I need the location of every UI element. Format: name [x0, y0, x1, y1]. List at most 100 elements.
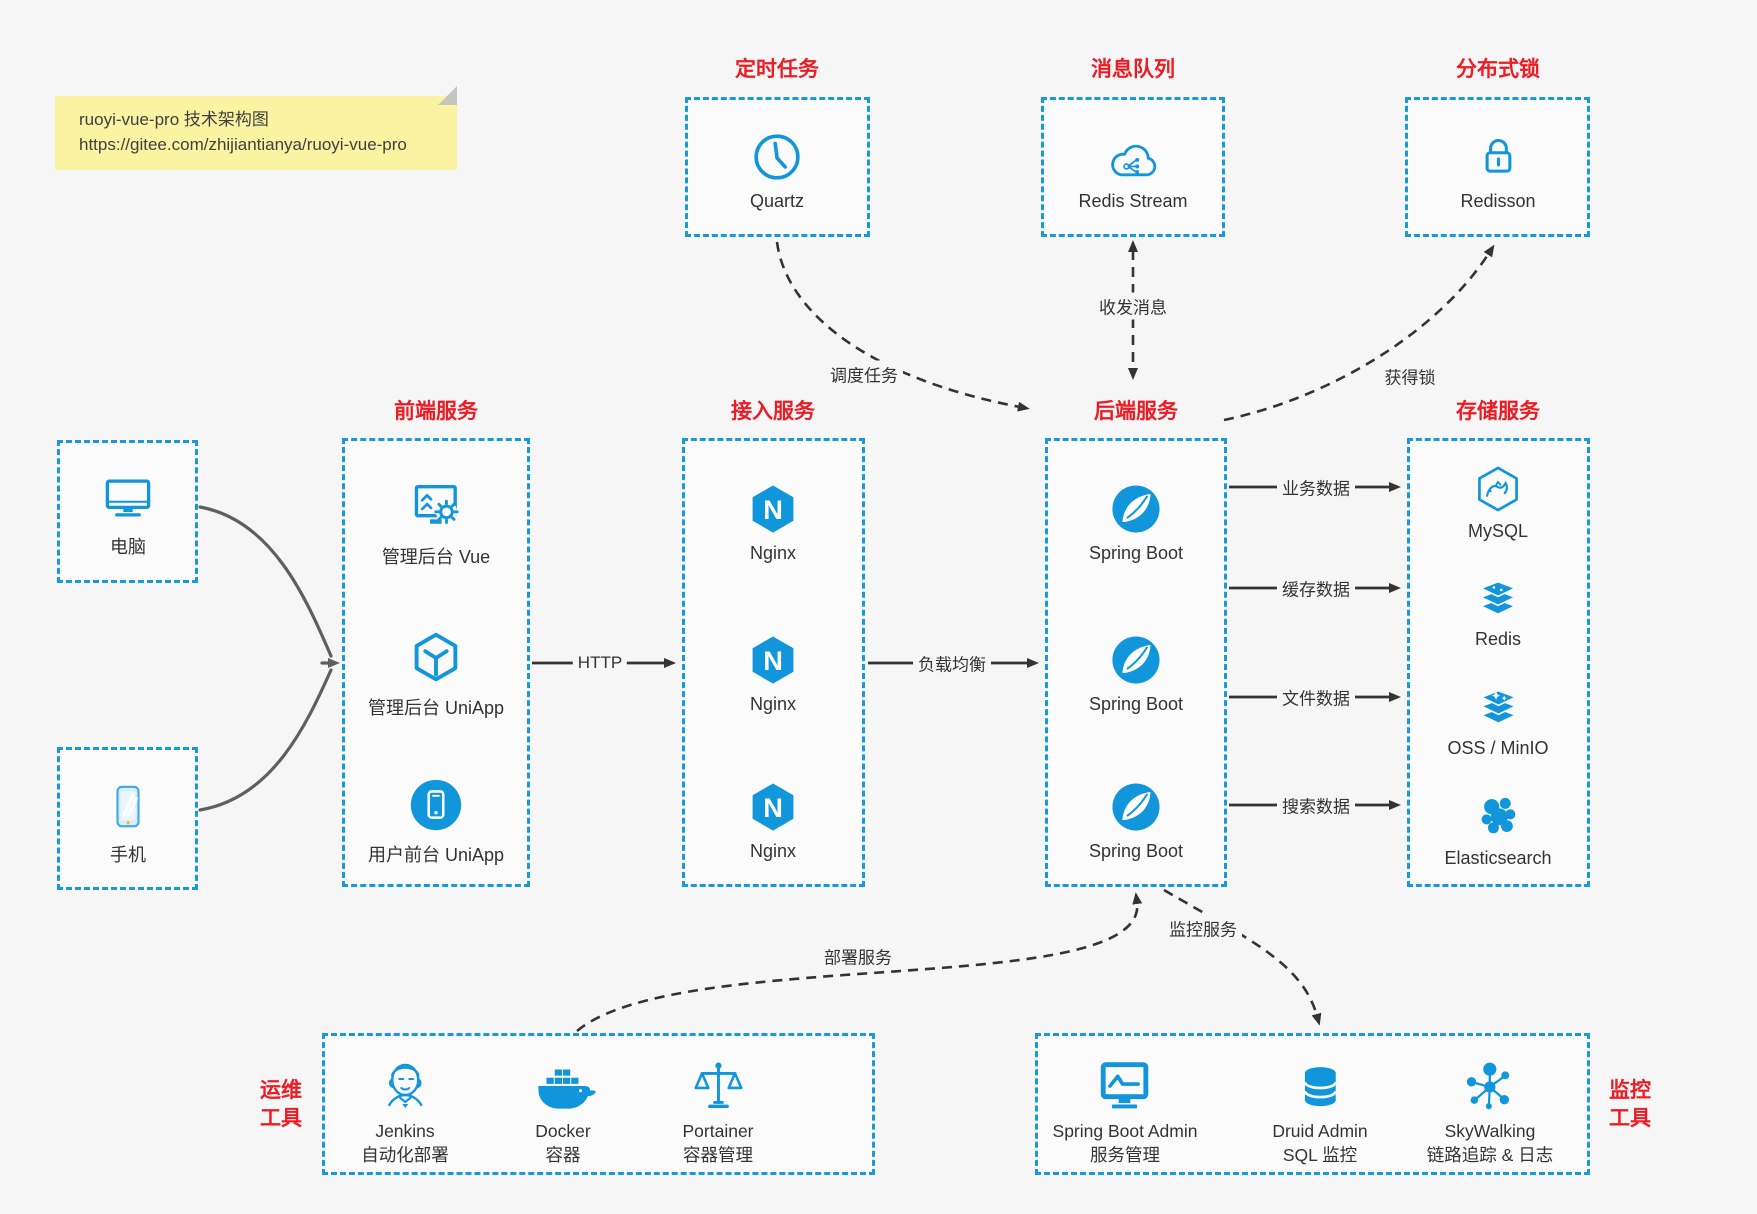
node-label: 用户前台 UniApp [367, 845, 505, 865]
scheduled-task-box [685, 97, 870, 237]
node-nginx-3: N Nginx [744, 774, 802, 862]
node-label: Redis [1474, 629, 1522, 649]
node-label: Elasticsearch [1444, 848, 1552, 868]
node-nginx-2: N Nginx [744, 627, 802, 715]
node-label: Spring Boot [1088, 543, 1184, 563]
note-url: https://gitee.com/zhijiantianya/ruoyi-vu… [79, 135, 407, 154]
group-title-devops-tools: 运维 工具 [260, 1079, 302, 1130]
storage-services-box [1407, 438, 1590, 887]
jenkins-icon [373, 1050, 437, 1118]
desktop-icon [98, 468, 158, 528]
node-docker: Docker 容器 [530, 1050, 596, 1166]
node-label: 电脑 [110, 537, 146, 557]
clock-icon [748, 128, 806, 186]
node-sublabel: 容器管理 [682, 1145, 753, 1165]
group-title-distributed-lock: 分布式锁 [1456, 58, 1540, 81]
elasticsearch-icon [1471, 789, 1525, 843]
node-redis: Redis [1472, 570, 1524, 650]
mobile-icon [100, 776, 156, 836]
svg-text:N: N [763, 494, 783, 525]
node-desktop: 电脑 [98, 468, 158, 559]
node-sublabel: SQL 监控 [1282, 1145, 1358, 1165]
node-spring-boot-3: Spring Boot [1089, 774, 1183, 862]
node-user-uniapp: 用户前台 UniApp [368, 774, 504, 867]
node-label: Nginx [749, 841, 797, 861]
edge-monitor [1163, 888, 1322, 1026]
node-label: 管理后台 UniApp [367, 698, 505, 718]
druid-icon [1291, 1050, 1349, 1118]
node-mobile: 手机 [100, 776, 156, 867]
node-spring-boot-2: Spring Boot [1089, 627, 1183, 715]
node-label: Druid Admin [1272, 1121, 1368, 1141]
edge-label-load-balance: 负载均衡 [913, 649, 991, 677]
node-label: MySQL [1467, 521, 1529, 541]
node-redisson: Redisson [1460, 128, 1536, 212]
spring-boot-icon [1107, 627, 1165, 689]
node-nginx-1: N Nginx [744, 476, 802, 564]
node-elasticsearch: Elasticsearch [1444, 789, 1552, 869]
node-oss-minio: OSS / MinIO [1447, 679, 1549, 759]
nginx-icon: N [744, 476, 802, 538]
edge-schedule [775, 241, 1030, 412]
edge-label-file-data: 文件数据 [1277, 683, 1355, 711]
group-title-monitor-tools: 监控 工具 [1609, 1079, 1651, 1130]
node-label: Jenkins [375, 1121, 435, 1141]
node-label: Nginx [749, 694, 797, 714]
node-spring-boot-1: Spring Boot [1089, 476, 1183, 564]
svg-text:N: N [763, 792, 783, 823]
column-title-frontend: 前端服务 [394, 400, 478, 423]
edge-label-messaging: 收发消息 [1094, 292, 1172, 320]
skywalking-icon [1460, 1050, 1520, 1118]
svg-text:N: N [763, 645, 783, 676]
node-label: Spring Boot [1088, 694, 1184, 714]
distributed-lock-box [1405, 97, 1590, 237]
node-druid-admin: Druid Admin SQL 监控 [1272, 1050, 1368, 1166]
node-admin-vue: 管理后台 Vue [382, 476, 490, 569]
message-queue-box [1041, 97, 1225, 237]
node-label: Quartz [749, 191, 805, 211]
node-sublabel: 容器 [545, 1145, 581, 1165]
devops-tools-box [322, 1033, 875, 1175]
edge-label-monitor: 监控服务 [1164, 914, 1242, 942]
edge-label-lock: 获得锁 [1379, 362, 1441, 390]
column-title-gateway: 接入服务 [731, 400, 815, 423]
group-title-scheduled-task: 定时任务 [735, 58, 819, 81]
node-label: 手机 [110, 845, 146, 865]
note-title: ruoyi-vue-pro 技术架构图 [79, 110, 269, 129]
node-spring-boot-admin: Spring Boot Admin 服务管理 [1052, 1050, 1198, 1166]
edge-lock [1223, 244, 1495, 422]
sticky-note-fold [438, 86, 457, 105]
node-admin-uniapp: 管理后台 UniApp [368, 627, 504, 720]
oss-minio-icon [1472, 679, 1524, 733]
nginx-icon: N [744, 774, 802, 836]
node-label: 管理后台 Vue [381, 547, 491, 567]
node-redis-stream: Redis Stream [1078, 128, 1188, 212]
node-label: Portainer [682, 1121, 754, 1141]
node-quartz: Quartz [748, 128, 806, 212]
node-label: Redisson [1460, 191, 1536, 211]
node-mysql: MySQL [1468, 462, 1528, 542]
column-title-storage: 存储服务 [1456, 400, 1540, 423]
redis-icon [1472, 570, 1524, 624]
edge-label-search-data: 搜索数据 [1277, 791, 1355, 819]
edge-mobile-to-frontend [198, 668, 333, 812]
cloud-stream-icon [1103, 128, 1163, 186]
admin-vue-icon [405, 476, 467, 538]
edge-label-deploy: 部署服务 [819, 942, 897, 970]
column-title-backend: 后端服务 [1094, 400, 1178, 423]
node-sublabel: 链路追踪 & 日志 [1426, 1145, 1554, 1165]
node-portainer: Portainer 容器管理 [682, 1050, 754, 1166]
mysql-icon [1471, 462, 1525, 516]
spring-boot-admin-icon [1094, 1050, 1156, 1118]
lock-icon [1470, 128, 1526, 186]
edge-label-http: HTTP [572, 652, 628, 674]
node-label: Spring Boot Admin [1052, 1121, 1198, 1141]
edge-label-business-data: 业务数据 [1277, 473, 1355, 501]
node-skywalking: SkyWalking 链路追踪 & 日志 [1427, 1050, 1553, 1166]
group-title-message-queue: 消息队列 [1091, 58, 1175, 81]
spring-boot-icon [1107, 774, 1165, 836]
sticky-note: ruoyi-vue-pro 技术架构图 https://gitee.com/zh… [55, 86, 457, 170]
node-sublabel: 服务管理 [1089, 1145, 1160, 1165]
node-label: Nginx [749, 543, 797, 563]
